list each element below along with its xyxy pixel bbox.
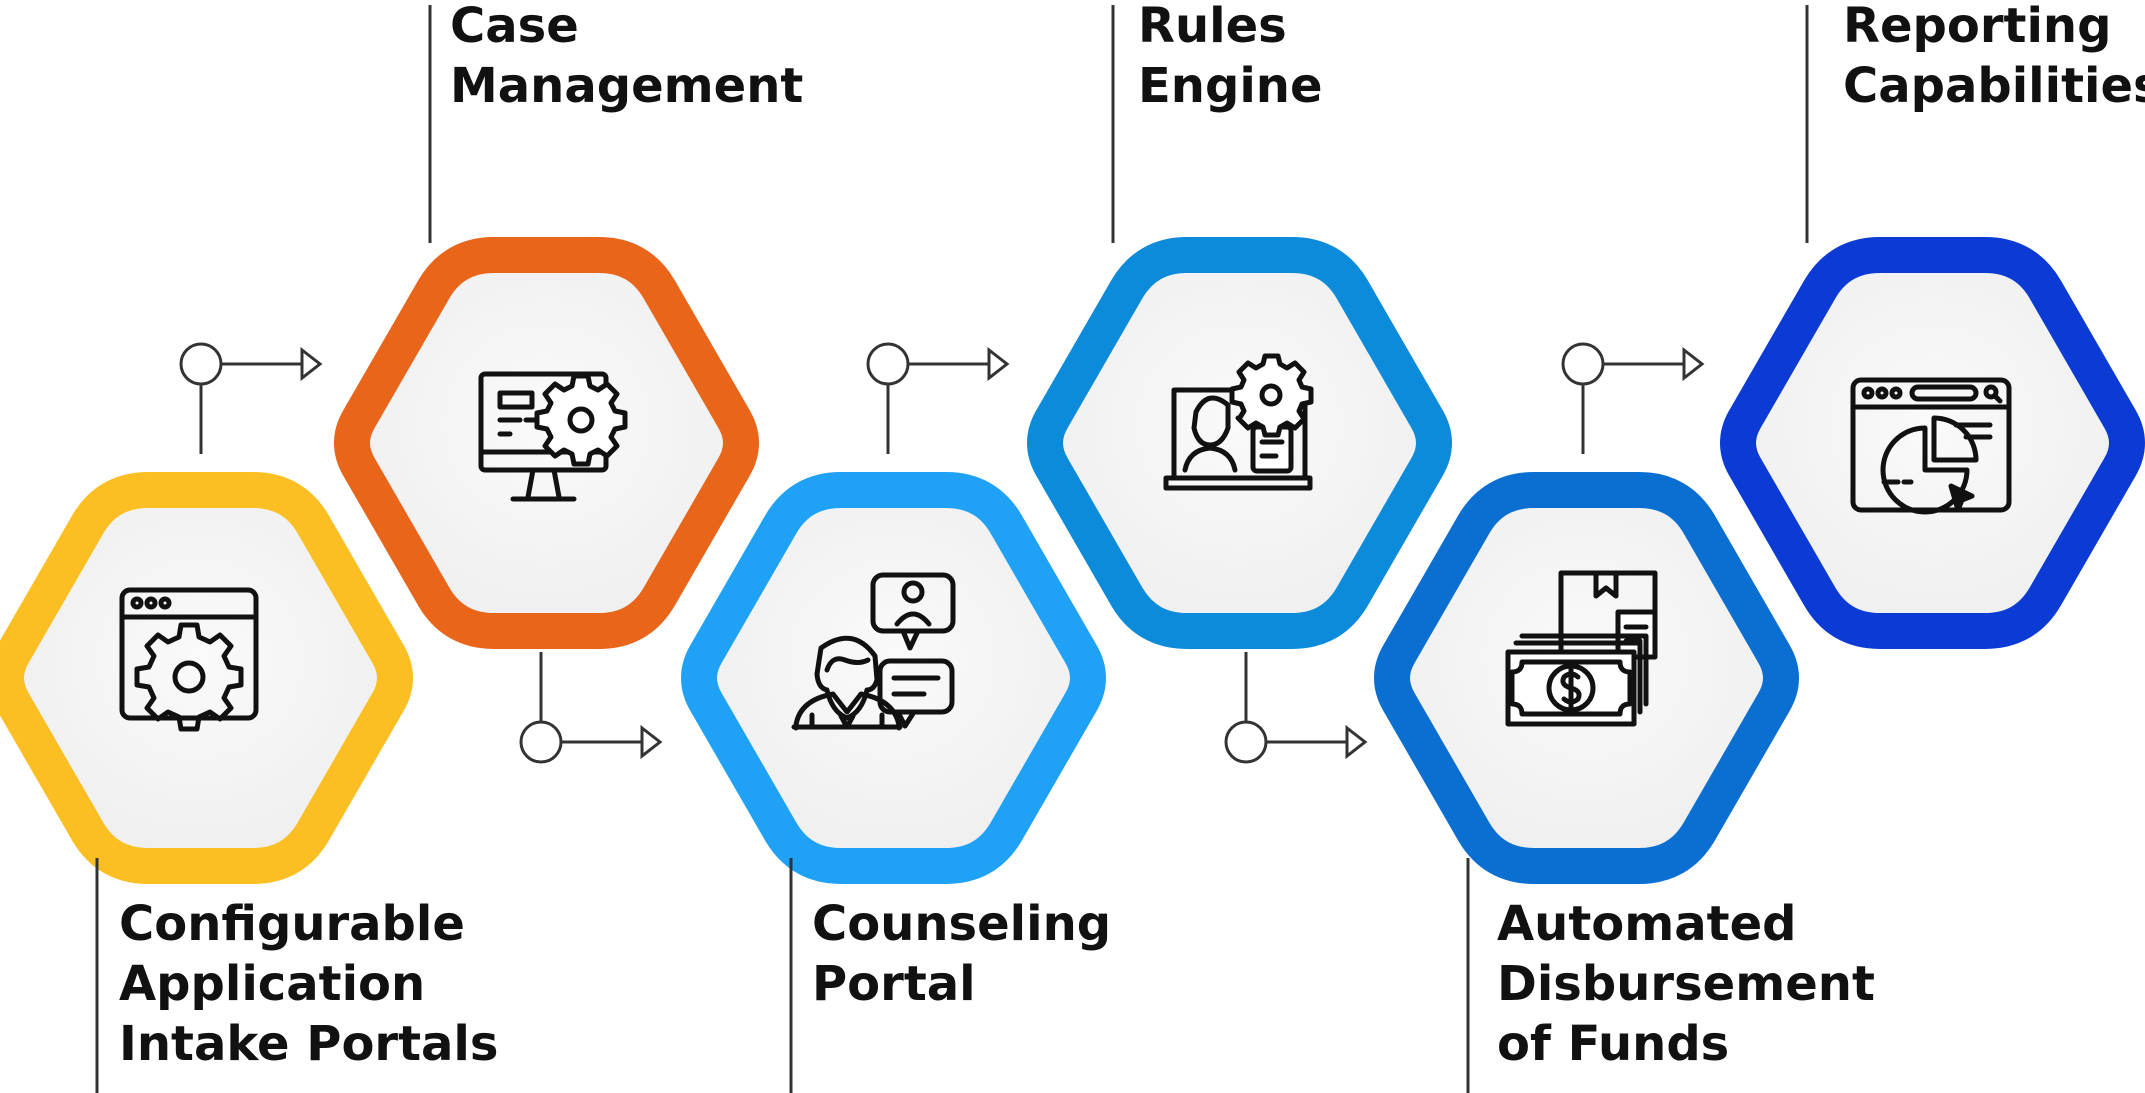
monitor-gear-icon [478,371,628,502]
connector-intake-to-case [179,342,323,454]
label-rules: Rules Engine [1138,0,1323,116]
hexagon-ring-rules [1027,237,1452,649]
money-box-icon [1505,570,1658,727]
label-case-line-1: Case [450,0,579,54]
connectors [179,342,1705,764]
label-intake: Configurable Application Intake Portals [119,894,498,1074]
laptop-person-gear-icon [1163,353,1314,491]
label-rules-line-2: Engine [1138,58,1323,114]
label-rules-line-1: Rules [1138,0,1287,54]
label-reporting: Reporting Capabilities [1843,0,2145,116]
label-case-line-2: Management [450,58,804,114]
hexagon-rules [1027,237,1452,649]
label-disbursement-line-3: of Funds [1497,1016,1730,1072]
label-intake-line-1: Configurable [119,896,465,952]
label-case: Case Management [450,0,803,116]
label-counseling: Counseling Portal [812,894,1111,1014]
label-intake-line-2: Application [119,956,426,1012]
leader-lines [95,5,1809,1093]
label-disbursement-line-2: Disbursement [1497,956,1875,1012]
label-disbursement: Automated Disbursement of Funds [1497,894,1875,1074]
counselor-chat-icon [791,572,956,731]
connector-case-to-counseling [519,652,663,764]
label-disbursement-line-1: Automated [1497,896,1797,952]
connector-counseling-to-rules [866,342,1010,454]
label-counseling-line-2: Portal [812,956,976,1012]
browser-chart-icon [1850,377,2012,515]
label-counseling-line-1: Counseling [812,896,1112,952]
label-reporting-line-1: Reporting [1843,0,2112,54]
connector-rules-to-disbursement [1224,652,1368,764]
connector-disbursement-to-reporting [1561,342,1705,454]
label-intake-line-3: Intake Portals [119,1016,499,1072]
browser-gear-icon [119,587,259,732]
label-reporting-line-2: Capabilities [1843,58,2145,114]
